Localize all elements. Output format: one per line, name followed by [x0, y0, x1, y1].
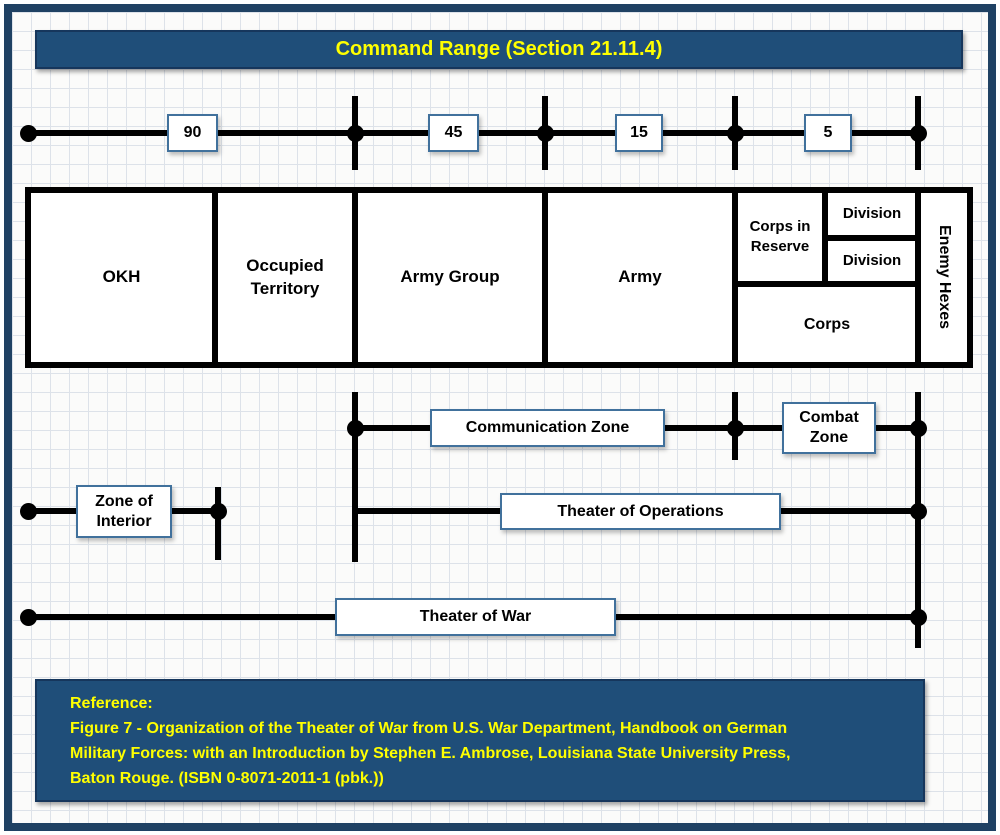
- org-divider: [352, 189, 358, 366]
- range-value: 90: [183, 124, 202, 141]
- reference-line: Baton Rouge. (ISBN 0-8071-2011-1 (pbk.)): [70, 770, 384, 787]
- army-group-cell: Army Group: [358, 193, 542, 362]
- army-group-label: Army Group: [400, 267, 500, 287]
- communication-zone-box: Communication Zone: [430, 409, 665, 447]
- division-label: Division: [842, 204, 902, 222]
- occupied-territory-label: Occupied Territory: [246, 255, 324, 298]
- communication-zone-label: Communication Zone: [465, 419, 630, 436]
- title-banner: Command Range (Section 21.11.4): [35, 30, 963, 69]
- division-label: Division: [842, 251, 902, 269]
- zone-vline: [915, 392, 921, 648]
- corps-label: Corps: [803, 315, 851, 333]
- junction-dot: [727, 420, 744, 437]
- theater-of-operations-box: Theater of Operations: [500, 493, 781, 530]
- junction-dot: [210, 503, 227, 520]
- junction-dot: [910, 503, 927, 520]
- range-value: 5: [823, 124, 833, 141]
- reference-heading: Reference:: [70, 695, 153, 712]
- reference-banner: Reference: Figure 7 - Organization of th…: [35, 679, 925, 802]
- theater-of-operations-label: Theater of Operations: [557, 502, 724, 520]
- enemy-hexes-cell: Enemy Hexes: [921, 193, 967, 362]
- range-value: 15: [630, 124, 648, 141]
- okh-label: OKH: [102, 267, 141, 287]
- junction-dot: [347, 420, 364, 437]
- army-label: Army: [618, 267, 662, 287]
- range-value-box-5: 5: [804, 114, 852, 152]
- ruler-dot: [910, 125, 927, 142]
- corps-in-reserve-label: Corps in Reserve: [749, 217, 811, 255]
- ruler-dot: [347, 125, 364, 142]
- division-bottom-cell: Division: [828, 241, 916, 281]
- combat-zone-box: Combat Zone: [782, 402, 876, 454]
- theater-of-war-box: Theater of War: [335, 598, 616, 636]
- corps-in-reserve-cell: Corps in Reserve: [738, 193, 822, 281]
- junction-dot: [20, 609, 37, 626]
- title-text: Command Range (Section 21.11.4): [335, 38, 663, 60]
- zone-vline: [215, 487, 221, 560]
- org-divider-divisions: [822, 235, 921, 241]
- range-value-box-15: 15: [615, 114, 663, 152]
- range-value-box-90: 90: [167, 114, 218, 152]
- org-chart-box: [25, 187, 973, 368]
- range-value-box-45: 45: [428, 114, 479, 152]
- range-value: 45: [444, 124, 463, 141]
- corps-cell: Corps: [738, 287, 916, 362]
- division-top-cell: Division: [828, 193, 916, 235]
- org-divider: [732, 189, 738, 366]
- zone-of-interior-label: Zone of Interior: [95, 492, 153, 530]
- combat-zone-label: Combat Zone: [799, 409, 859, 446]
- org-divider: [915, 189, 921, 366]
- enemy-hexes-label: Enemy Hexes: [935, 225, 953, 330]
- theater-of-war-label: Theater of War: [419, 608, 532, 625]
- org-divider-corps: [732, 281, 921, 287]
- ruler-dot: [727, 125, 744, 142]
- zone-vline: [352, 392, 358, 562]
- army-cell: Army: [548, 193, 732, 362]
- org-divider: [212, 189, 218, 366]
- ruler-dot: [537, 125, 554, 142]
- junction-dot: [910, 420, 927, 437]
- okh-cell: OKH: [31, 193, 212, 362]
- reference-line: Figure 7 - Organization of the Theater o…: [70, 720, 788, 737]
- reference-line: Military Forces: with an Introduction by…: [70, 745, 791, 762]
- ruler-dot: [20, 125, 37, 142]
- junction-dot: [910, 609, 927, 626]
- junction-dot: [20, 503, 37, 520]
- org-divider: [542, 189, 548, 366]
- occupied-territory-cell: Occupied Territory: [218, 193, 352, 362]
- zone-of-interior-box: Zone of Interior: [76, 485, 172, 538]
